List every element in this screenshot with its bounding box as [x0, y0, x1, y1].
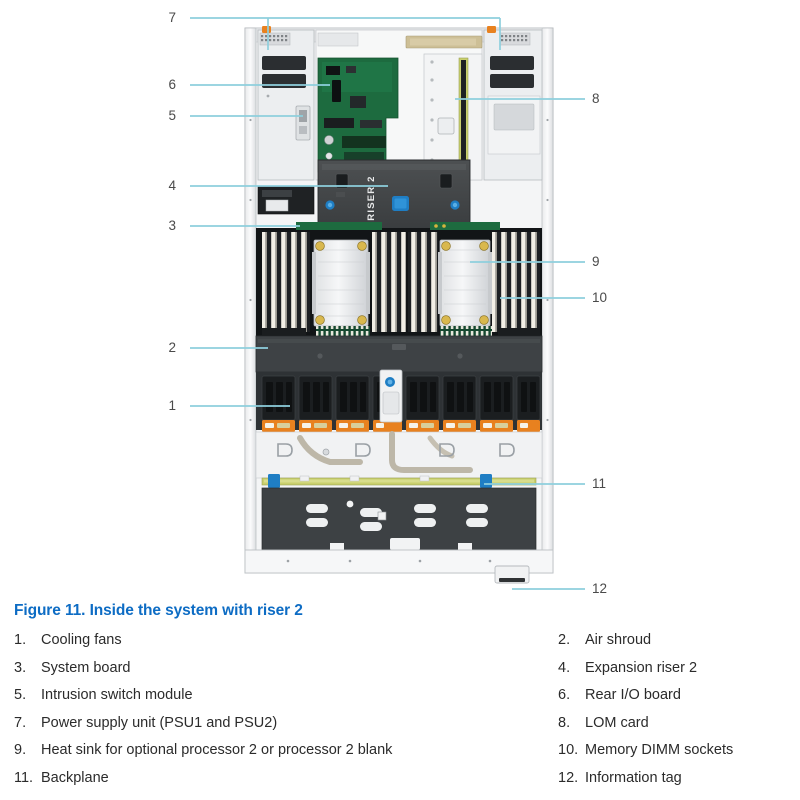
callout-number-6: 6	[168, 77, 176, 92]
figure-caption: Figure 11. Inside the system with riser …	[14, 602, 303, 619]
front-bezel	[244, 549, 554, 584]
intrusion-switch-module	[295, 105, 311, 141]
legend-item-label: Cooling fans	[41, 632, 122, 648]
memory-dimm-bank-right	[492, 232, 540, 332]
callout-number-1: 1	[168, 398, 176, 413]
legend-item-number: 11.	[14, 769, 34, 786]
rear-io-board	[317, 57, 399, 173]
legend-item-number: 6.	[558, 687, 571, 703]
legend-item-number: 4.	[558, 659, 571, 676]
legend-item: 8. LOM card	[558, 715, 800, 743]
legend-item-label: Backplane	[41, 769, 109, 786]
callout-number-12: 12	[592, 581, 607, 596]
legend-item: 1. Cooling fans	[14, 632, 554, 660]
callout-number-2: 2	[168, 340, 176, 355]
backplane-latch-right	[480, 474, 492, 488]
legend-item-label: System board	[41, 659, 131, 676]
legend-item-number: 5.	[14, 687, 27, 703]
air-shroud	[255, 335, 543, 373]
legend-item-label: Intrusion switch module	[41, 687, 193, 703]
legend-item: 11. Backplane	[14, 770, 554, 798]
heat-sink-processor-2	[438, 239, 492, 327]
expansion-riser-2: RISER 2	[317, 159, 471, 237]
legend-item-number: 9.	[14, 742, 27, 758]
callout-layer: 7 6 5 4 3 2 1 8 9 10 11 12	[168, 10, 607, 596]
legend-column-left: 1. Cooling fans 3. System board 5. Intru…	[14, 632, 554, 797]
psu-1	[257, 26, 315, 181]
legend-column-right: 2. Air shroud 4. Expansion riser 2 6. Re…	[558, 632, 800, 797]
legend-item-number: 12.	[558, 769, 579, 786]
legend-item-number: 1.	[14, 632, 27, 648]
cable-routing-area	[255, 431, 543, 479]
legend-item-label: Information tag	[585, 769, 682, 786]
legend-item: 4. Expansion riser 2	[558, 660, 800, 688]
callout-number-10: 10	[592, 290, 607, 305]
cooling-fan	[261, 375, 541, 432]
legend-item-label: Expansion riser 2	[585, 659, 698, 676]
callout-number-3: 3	[168, 218, 176, 233]
legend-item: 3. System board	[14, 660, 554, 688]
cooling-fan-assembly	[256, 369, 542, 432]
expansion-slot-bracket	[423, 53, 483, 181]
rear-section	[255, 26, 543, 215]
callout-number-8: 8	[592, 91, 600, 106]
legend-item: 9. Heat sink for optional processor 2 or…	[14, 742, 554, 770]
system-board	[256, 222, 542, 336]
legend-item-number: 8.	[558, 714, 571, 731]
memory-dimm-bank-left	[262, 232, 310, 332]
legend-item: 7. Power supply unit (PSU1 and PSU2)	[14, 715, 554, 743]
memory-dimm-bank-mid-right	[408, 232, 438, 332]
legend-item-number: 3.	[14, 659, 27, 676]
callout-number-4: 4	[168, 178, 176, 193]
callout-number-7: 7	[168, 10, 176, 25]
memory-dimm-bank-mid-left	[372, 232, 406, 332]
legend-item: 12. Information tag	[558, 770, 800, 798]
legend-item: 10. Memory DIMM sockets	[558, 742, 800, 770]
callout-number-11: 11	[592, 476, 606, 491]
legend-item-label: LOM card	[585, 714, 649, 731]
heat-sink-processor-1	[312, 239, 370, 327]
backplane	[261, 474, 537, 488]
legend-item-label: Power supply unit (PSU1 and PSU2)	[41, 714, 278, 731]
drive-bay	[261, 487, 537, 551]
legend-item-number: 2.	[558, 632, 571, 648]
server-internal-diagram: RISER 2	[168, 10, 607, 596]
legend-item-number: 7.	[14, 714, 27, 731]
legend-item-label: Air shroud	[585, 632, 652, 648]
legend-item-label: Rear I/O board	[585, 687, 681, 703]
legend-item: 6. Rear I/O board	[558, 687, 800, 715]
legend-item-label: Heat sink for optional processor 2 or pr…	[41, 742, 393, 758]
backplane-latch-left	[268, 474, 280, 488]
riser-label: RISER 2	[366, 175, 377, 220]
callout-number-9: 9	[592, 254, 600, 269]
legend-item: 2. Air shroud	[558, 632, 800, 660]
psu-2	[483, 26, 543, 181]
information-tag	[494, 565, 530, 584]
lom-card	[405, 35, 483, 49]
legend-item-label: Memory DIMM sockets	[585, 742, 734, 758]
legend-item-number: 10.	[558, 742, 579, 758]
callout-7-bracket	[190, 17, 501, 50]
legend-item: 5. Intrusion switch module	[14, 687, 554, 715]
callout-number-5: 5	[168, 108, 176, 123]
